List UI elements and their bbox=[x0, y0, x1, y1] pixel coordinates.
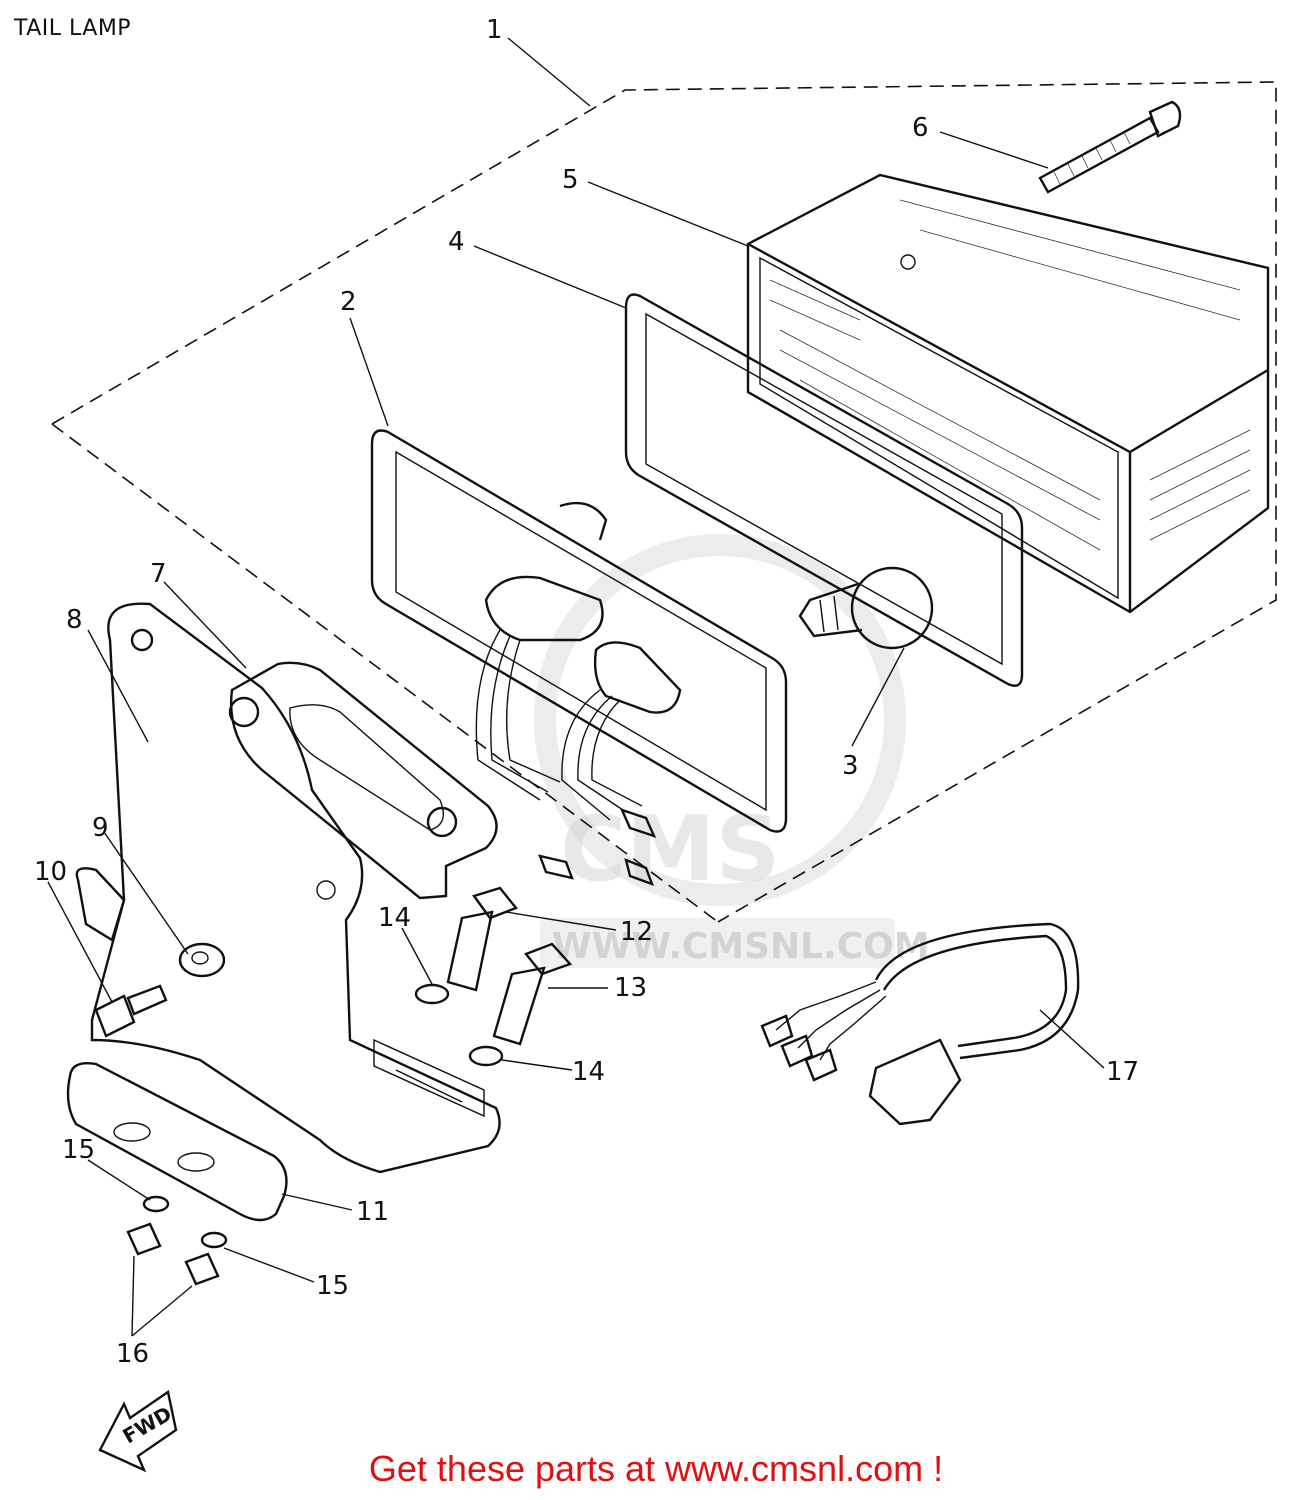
callout-5: 5 bbox=[562, 165, 579, 195]
callout-13: 13 bbox=[614, 973, 647, 1003]
page-title: TAIL LAMP bbox=[14, 16, 132, 41]
callout-10: 10 bbox=[34, 857, 67, 887]
callout-16: 16 bbox=[116, 1339, 149, 1369]
callout-3: 3 bbox=[842, 751, 859, 781]
callout-11: 11 bbox=[356, 1197, 389, 1227]
part-9-bolt bbox=[94, 984, 168, 1038]
promo-link[interactable]: Get these parts at www.cmsnl.com ! bbox=[368, 1448, 944, 1489]
part-5-lens bbox=[746, 173, 1270, 614]
assembly-boundary bbox=[51, 81, 1277, 923]
part-12-collar-bolt bbox=[446, 886, 518, 992]
part-13-collar-bolt bbox=[492, 942, 573, 1046]
callout-12: 12 bbox=[620, 917, 653, 947]
callout-2: 2 bbox=[340, 287, 357, 317]
part-14-washers bbox=[414, 983, 504, 1067]
leader-lines bbox=[47, 37, 1105, 1337]
callout-17: 17 bbox=[1106, 1057, 1139, 1087]
watermark: CMS WWW.CMSNL.COM bbox=[534, 534, 930, 968]
callout-15-left: 15 bbox=[62, 1135, 95, 1165]
part-17-wire-harness bbox=[760, 922, 1080, 1126]
part-11-plate bbox=[66, 1062, 288, 1222]
callout-labels: 1 2 3 4 5 6 7 8 9 10 11 12 13 14 14 15 1… bbox=[34, 15, 1139, 1369]
callout-14-upper: 14 bbox=[378, 903, 411, 933]
callout-6: 6 bbox=[912, 113, 929, 143]
part-10-mounting-bracket bbox=[75, 602, 501, 1174]
callout-15-right: 15 bbox=[316, 1271, 349, 1301]
part-2-base bbox=[370, 429, 788, 833]
part-4-gasket bbox=[624, 293, 1024, 687]
part-15-16-nuts bbox=[126, 1195, 228, 1286]
callout-4: 4 bbox=[448, 227, 465, 257]
sockets-and-wires bbox=[475, 575, 682, 887]
callout-1: 1 bbox=[486, 15, 503, 45]
part-8-washer bbox=[178, 942, 226, 978]
part-7-bracket-plate bbox=[228, 661, 498, 900]
callout-8: 8 bbox=[66, 605, 83, 635]
callout-9: 9 bbox=[92, 813, 109, 843]
part-6-screw bbox=[1038, 100, 1182, 194]
watermark-site-text: WWW.CMSNL.COM bbox=[552, 926, 930, 967]
callout-14-lower: 14 bbox=[572, 1057, 605, 1087]
callout-7: 7 bbox=[150, 559, 167, 589]
part-3-bulb bbox=[798, 566, 934, 650]
